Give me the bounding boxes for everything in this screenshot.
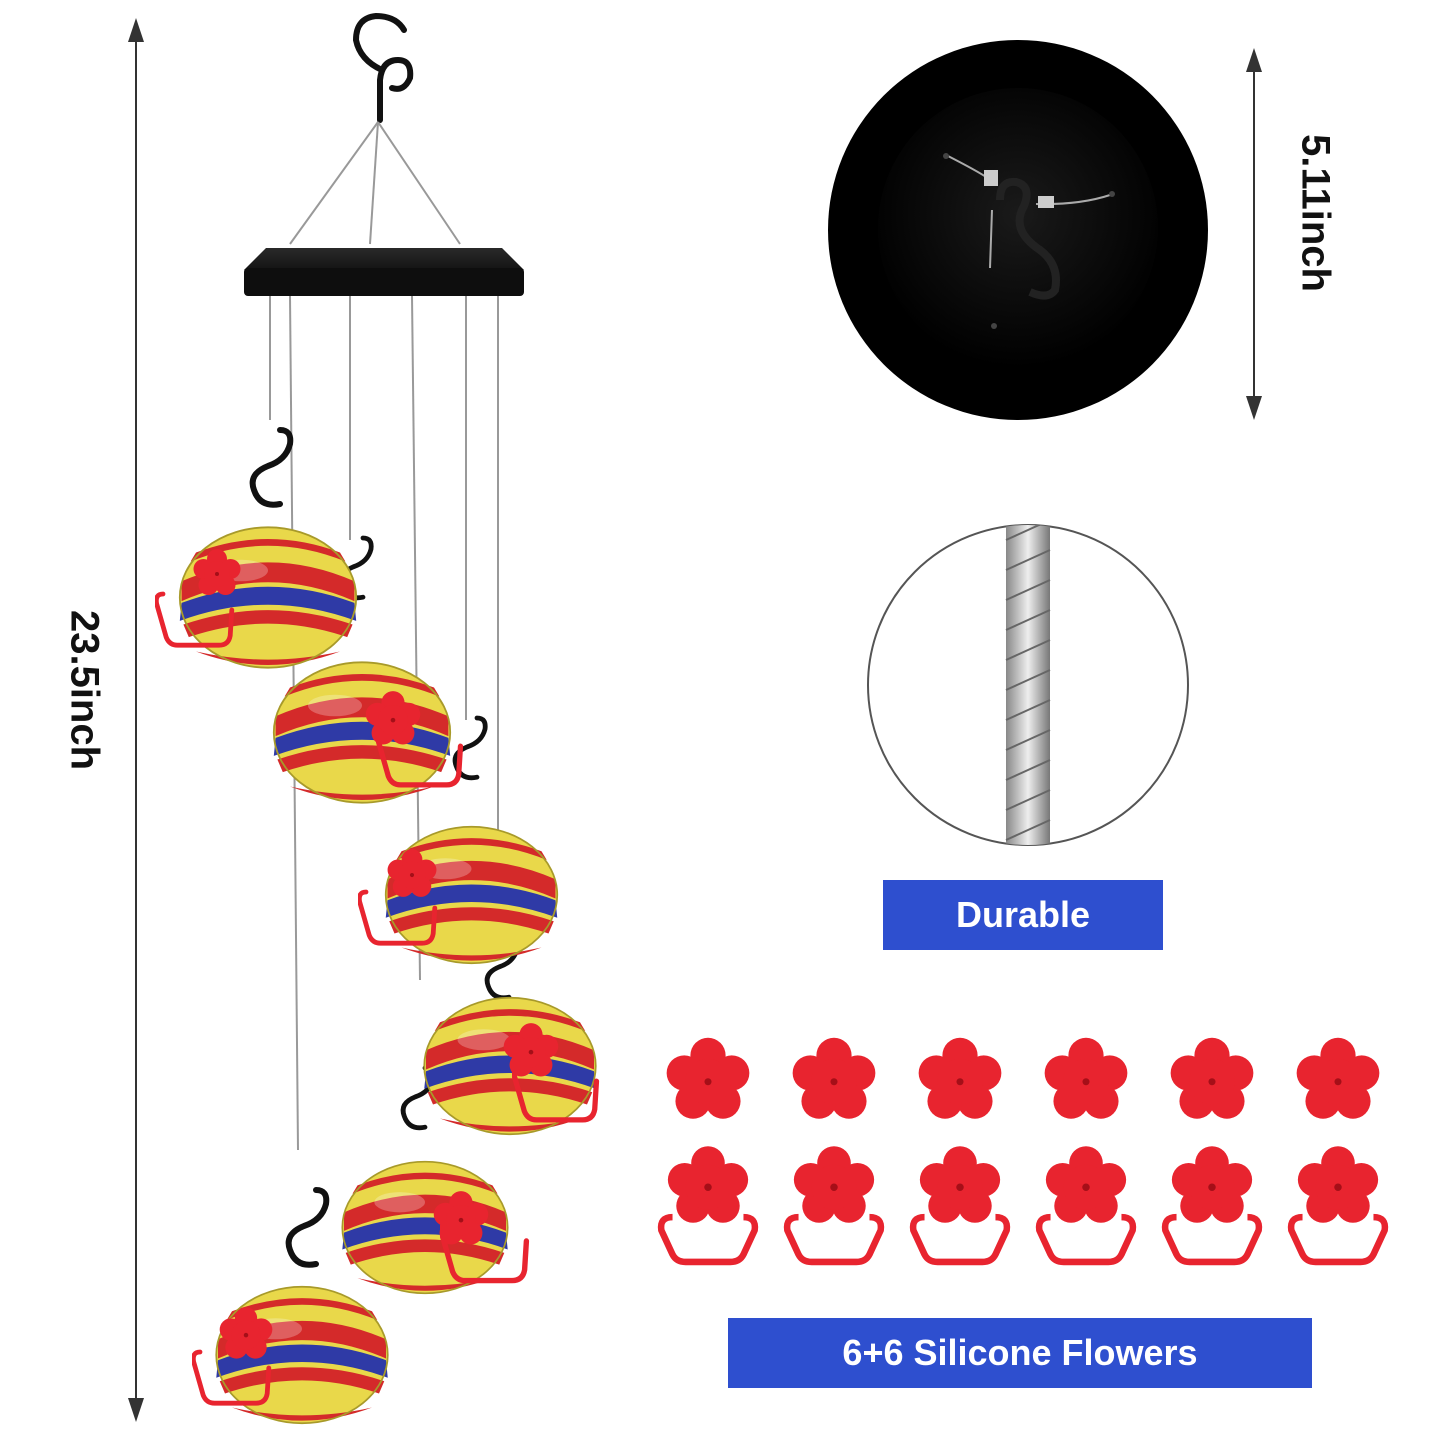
feeder-3 — [359, 825, 559, 965]
top-disc-view — [828, 40, 1208, 420]
diameter-dimension-arrow — [1246, 48, 1262, 420]
feeder-2 — [272, 661, 461, 804]
height-label: 23.5inch — [62, 609, 107, 771]
feeder-5 — [341, 1160, 526, 1295]
silicone-flowers-badge: 6+6 Silicone Flowers — [728, 1318, 1312, 1388]
cable-closeup — [867, 524, 1189, 846]
hanging-feeder-chime — [156, 12, 596, 1425]
feeder-4 — [423, 996, 596, 1136]
flower-caps-row — [666, 1037, 1380, 1119]
durable-badge: Durable — [883, 880, 1163, 950]
feeder-1 — [156, 526, 358, 669]
diameter-label: 5.11inch — [1293, 134, 1338, 292]
height-dimension-arrow — [128, 18, 144, 1422]
feeder-6 — [193, 1285, 389, 1425]
flower-ports-row — [661, 1146, 1385, 1262]
